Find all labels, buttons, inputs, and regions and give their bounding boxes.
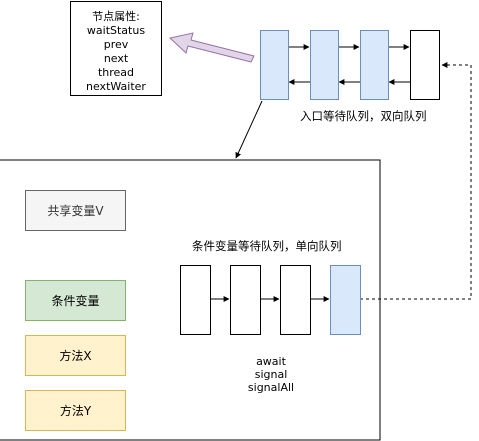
entry-to-monitor-arrow xyxy=(235,100,263,159)
entry-queue-node-3 xyxy=(360,30,389,100)
entry-queue-node-2 xyxy=(310,30,339,100)
condition-queue-node-1 xyxy=(180,265,211,335)
method-x-box: 方法X xyxy=(25,335,126,376)
entry-queue-node-4 xyxy=(410,30,440,100)
condition-operations: await signal signalAll xyxy=(236,355,306,394)
node-field-next: next xyxy=(103,52,129,65)
operation-await: await xyxy=(256,355,286,368)
monitor-frame xyxy=(0,159,381,441)
node-field-nextwaiter: nextWaiter xyxy=(86,80,146,93)
node-attributes-title: 节点属性: xyxy=(92,10,140,23)
operation-signalall: signalAll xyxy=(247,381,295,394)
node-field-prev: prev xyxy=(103,38,129,51)
node-field-thread: thread xyxy=(97,66,135,79)
node-field-waitstatus: waitStatus xyxy=(86,24,146,37)
condition-queue-node-2 xyxy=(230,265,261,335)
method-y-box: 方法Y xyxy=(25,390,126,431)
entry-queue-node-1 xyxy=(260,30,289,100)
condition-queue-node-4 xyxy=(330,265,361,335)
entry-queue-label: 入口等待队列，双向队列 xyxy=(300,109,427,123)
condition-to-entry-dashed-path xyxy=(360,62,472,300)
shared-variable-box: 共享变量V xyxy=(25,190,126,231)
operation-signal: signal xyxy=(254,368,288,381)
node-attributes-pointer-arrow xyxy=(168,32,255,63)
node-attributes-box: 节点属性: waitStatus prev next thread nextWa… xyxy=(70,1,162,96)
condition-variable-box: 条件变量 xyxy=(25,280,126,321)
condition-queue-node-3 xyxy=(280,265,311,335)
condition-queue-label: 条件变量等待队列，单向队列 xyxy=(192,239,342,253)
